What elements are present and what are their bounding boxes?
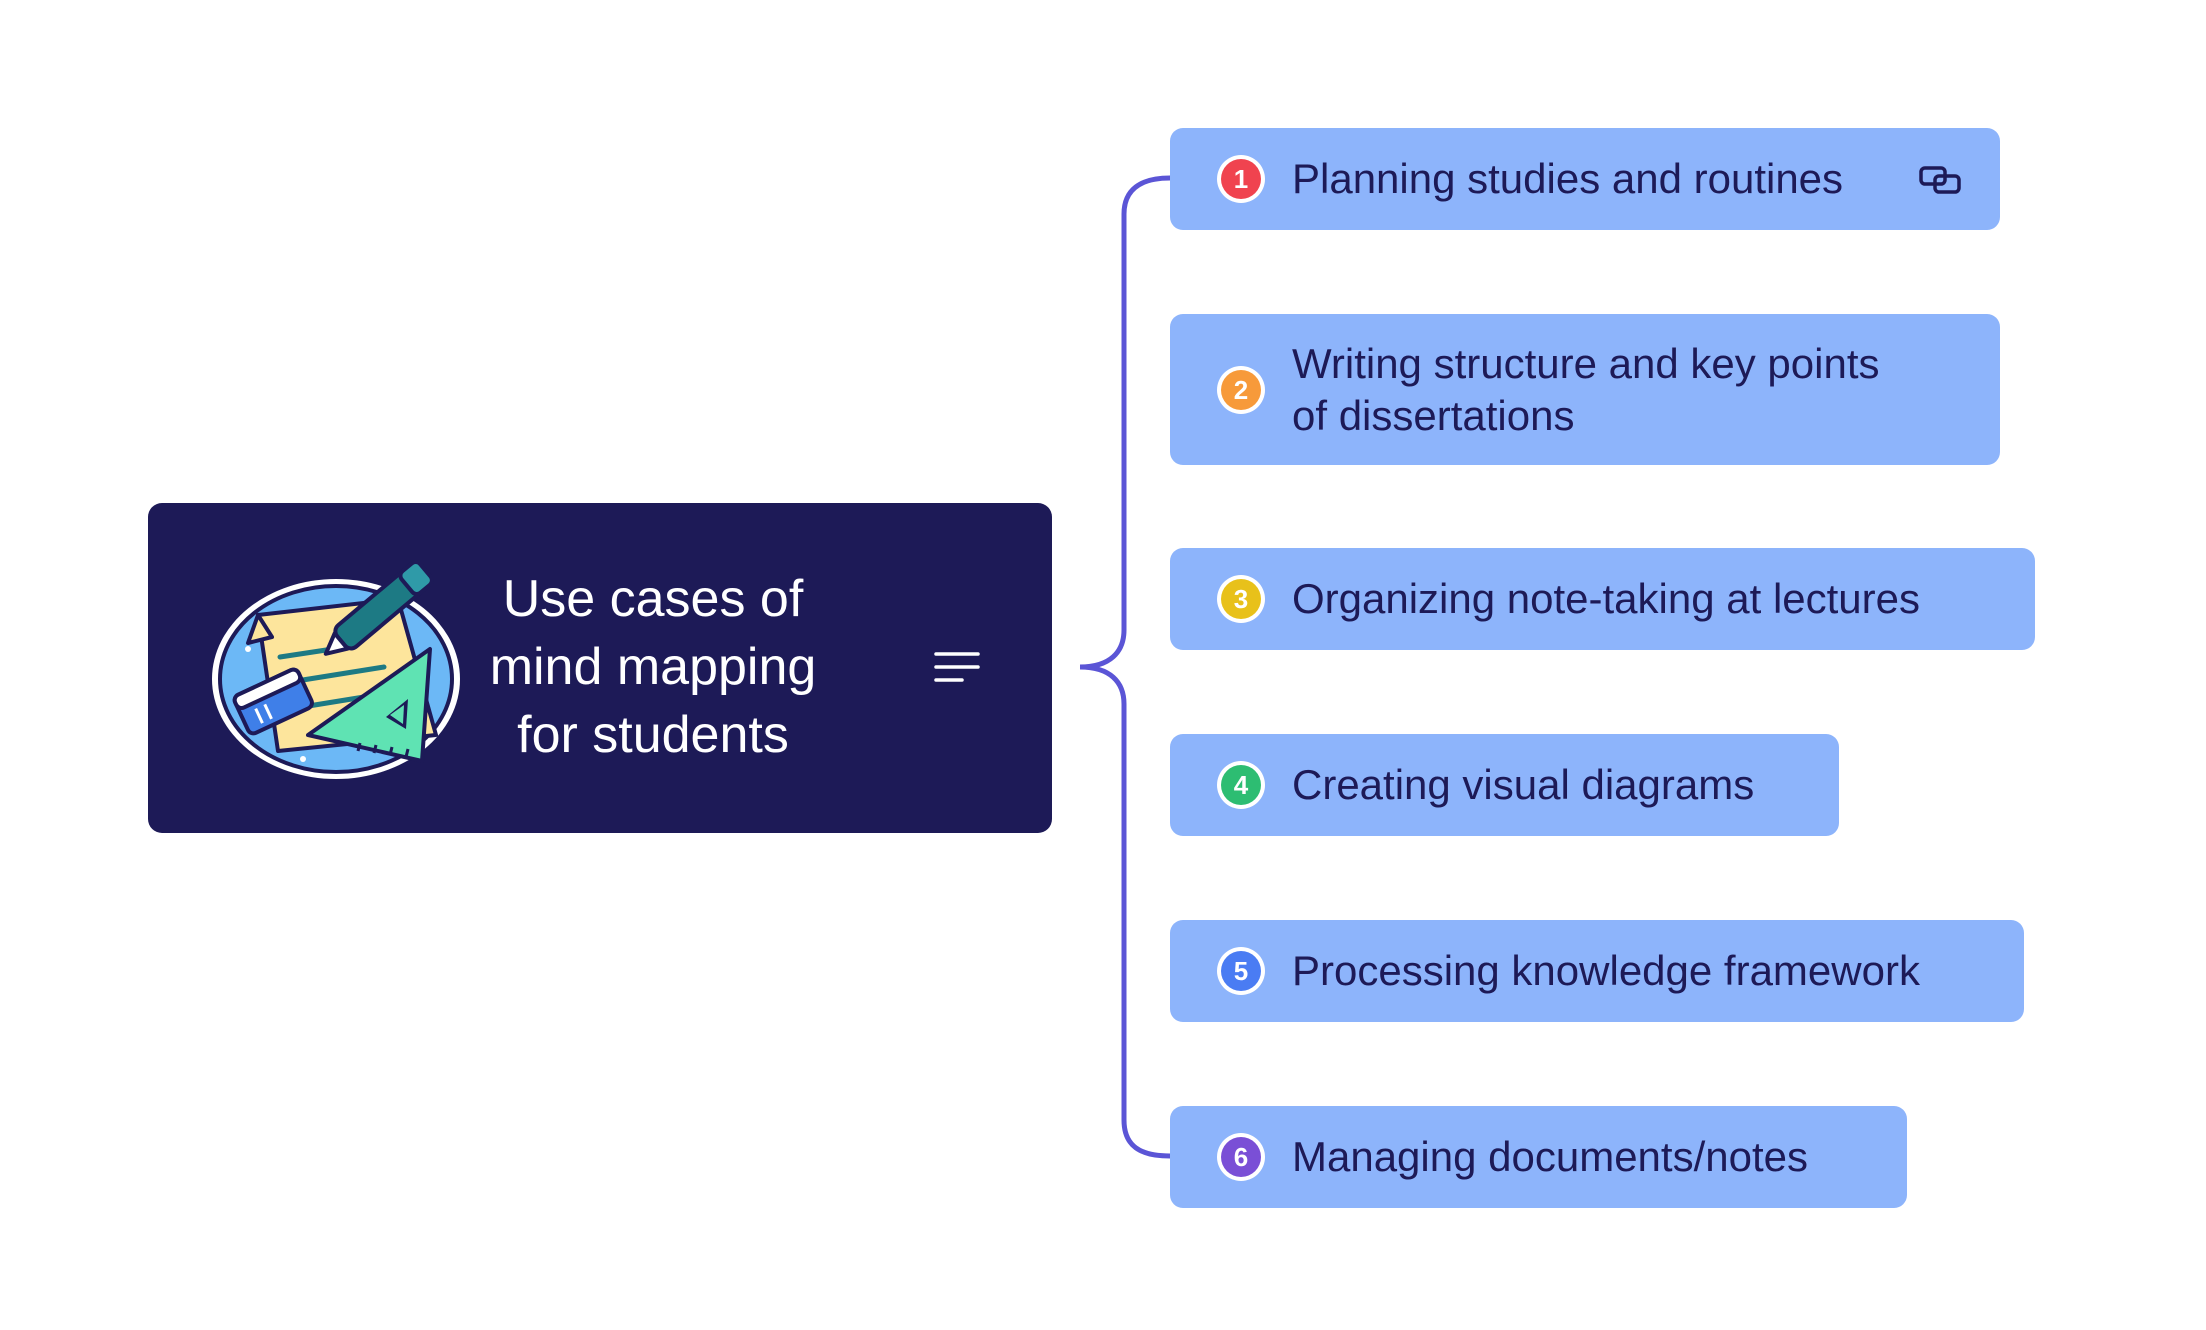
priority-badge-circle	[1221, 765, 1261, 805]
topic-label-line: Creating visual diagrams	[1292, 761, 1755, 808]
topic-label: Organizing note-taking at lectures	[1292, 573, 1920, 625]
topic-managing-documents[interactable]: 6 Managing documents/notes	[1170, 1106, 1907, 1208]
topic-label: Planning studies and routines	[1292, 153, 1843, 205]
central-topic-title: Use cases of mind mapping for students	[488, 565, 818, 769]
priority-5-icon: 5	[1217, 947, 1265, 995]
topic-planning-studies[interactable]: 1 Planning studies and routines	[1170, 128, 2000, 230]
priority-1-icon: 1	[1217, 155, 1265, 203]
topic-label-line: of dissertations	[1292, 391, 1575, 439]
priority-number: 4	[1234, 770, 1249, 800]
notes-lines-icon[interactable]	[934, 649, 980, 685]
topic-label-line: Writing structure and key points	[1292, 339, 1880, 387]
priority-number: 5	[1234, 956, 1248, 986]
topic-label-line: Organizing note-taking at lectures	[1292, 575, 1921, 622]
priority-badge-circle	[1221, 159, 1261, 199]
central-title-line: Use cases of	[502, 570, 804, 628]
priority-badge-circle	[1221, 369, 1261, 410]
topic-writing-structure[interactable]: 2 Writing structure and key points of di…	[1170, 314, 2000, 465]
link-icon[interactable]	[1917, 162, 1963, 198]
topic-label: Managing documents/notes	[1292, 1131, 1808, 1183]
priority-number: 1	[1234, 164, 1248, 194]
priority-3-icon: 3	[1217, 575, 1265, 623]
priority-badge-circle	[1221, 579, 1261, 619]
central-title-line: mind mapping	[489, 638, 817, 696]
topic-label-line: Planning studies and routines	[1292, 155, 1844, 202]
topic-knowledge-framework[interactable]: 5 Processing knowledge framework	[1170, 920, 2024, 1022]
priority-number: 6	[1234, 1142, 1248, 1172]
priority-number: 3	[1234, 584, 1248, 614]
central-title-line: for students	[517, 706, 789, 764]
topic-visual-diagrams[interactable]: 4 Creating visual diagrams	[1170, 734, 1839, 836]
topic-label: Writing structure and key points of diss…	[1292, 338, 1880, 442]
topic-label-line: Managing documents/notes	[1292, 1133, 1808, 1180]
topic-label-line: Processing knowledge framework	[1292, 947, 1920, 994]
priority-number: 2	[1234, 375, 1248, 405]
priority-2-icon: 2	[1217, 365, 1265, 414]
topic-organizing-notes[interactable]: 3 Organizing note-taking at lectures	[1170, 548, 2035, 650]
priority-4-icon: 4	[1217, 761, 1265, 809]
topic-label: Processing knowledge framework	[1292, 945, 1920, 997]
priority-badge-circle	[1221, 951, 1261, 991]
priority-6-icon: 6	[1217, 1133, 1265, 1181]
central-topic[interactable]: Use cases of mind mapping for students	[148, 503, 1052, 833]
priority-badge-circle	[1221, 1137, 1261, 1177]
topic-label: Creating visual diagrams	[1292, 759, 1754, 811]
stationery-illustration-icon	[212, 560, 460, 779]
